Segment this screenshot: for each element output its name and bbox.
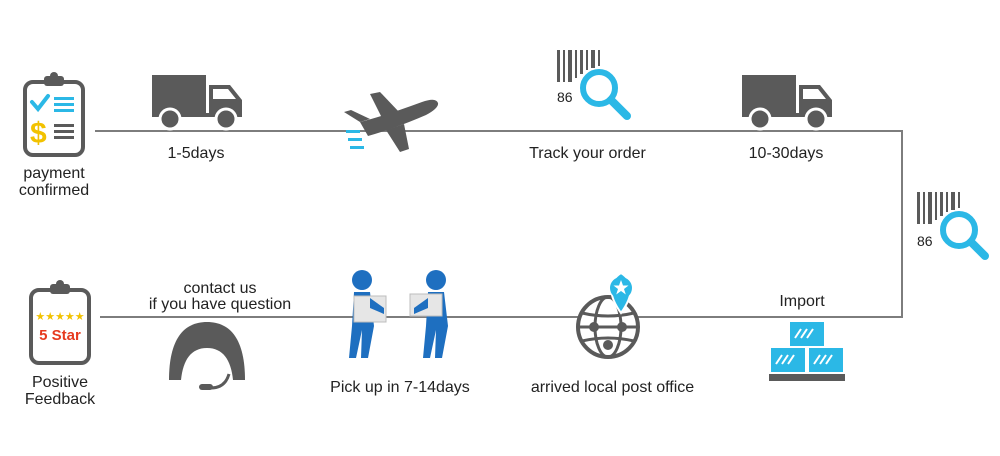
contact-label-line2: if you have question: [148, 296, 292, 313]
pickup-label: Pick up in 7-14days: [330, 379, 470, 396]
rating-badge: 5 Star: [39, 327, 81, 344]
barcode-code-2: 86: [917, 233, 933, 249]
svg-text:$: $: [30, 117, 47, 150]
flow-line-top: [95, 130, 903, 132]
truck-icon-2: [742, 75, 832, 131]
clipboard-rating-icon: ★★★★★ 5 Star: [29, 280, 91, 365]
airplane-icon: [344, 92, 439, 152]
globe-pin-icon: [576, 271, 640, 359]
track-order-label: Track your order: [529, 145, 646, 162]
payment-label-line2: confirmed: [18, 182, 90, 199]
payment-label-line1: payment: [23, 165, 85, 182]
rating-stars: ★★★★★: [35, 310, 84, 323]
ship-time-1-label: 1-5days: [167, 145, 225, 162]
ship-time-2-label: 10-30days: [748, 145, 824, 162]
barcode-code: 86: [557, 89, 573, 105]
post-office-label: arrived local post office: [530, 379, 695, 396]
headset-support-icon: [169, 322, 245, 390]
feedback-label-line2: Feedback: [24, 391, 96, 408]
stacked-boxes-icon: [769, 322, 845, 381]
clipboard-payment-icon: $: [23, 72, 85, 157]
flow-line-right: [901, 130, 903, 318]
import-label: Import: [779, 293, 825, 310]
pickup-figures-icon: [349, 270, 448, 358]
contact-label-line1: contact us: [183, 280, 257, 297]
barcode-search-icon: 86: [557, 50, 631, 120]
truck-icon: [152, 75, 242, 131]
feedback-label-line1: Positive: [31, 374, 89, 391]
barcode-search-icon-2: 86: [917, 192, 989, 260]
flow-line-bottom: [100, 316, 903, 318]
